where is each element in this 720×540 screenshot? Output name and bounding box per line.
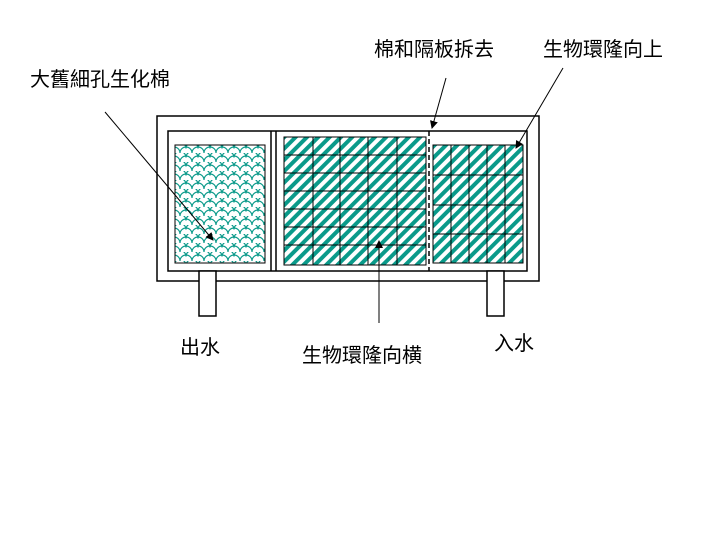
sponge-block bbox=[174, 144, 266, 264]
label-water-in: 入水 bbox=[494, 331, 534, 355]
outlet-pipe bbox=[198, 270, 217, 317]
label-water-out: 出水 bbox=[180, 335, 220, 359]
label-remove-cotton: 棉和隔板拆去 bbox=[374, 37, 494, 61]
leader-remove-cotton bbox=[430, 77, 447, 129]
label-bio-side: 生物環隆向横 bbox=[302, 343, 422, 367]
bio-rings-upright bbox=[432, 144, 524, 264]
label-bio-up: 生物環隆向上 bbox=[543, 37, 663, 61]
leader-bio-up bbox=[515, 67, 564, 149]
bio-rings-horizontal bbox=[283, 136, 427, 266]
inlet-pipe bbox=[486, 270, 505, 317]
leader-sponge bbox=[104, 111, 214, 241]
label-sponge: 大舊細孔生化棉 bbox=[30, 67, 170, 91]
